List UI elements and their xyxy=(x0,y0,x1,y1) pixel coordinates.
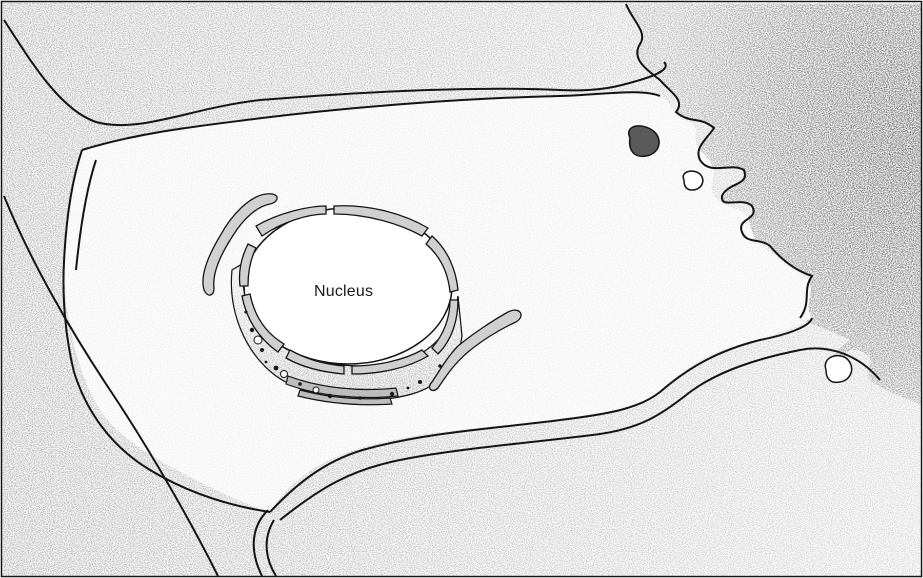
nucleus-label: Nucleus xyxy=(314,283,373,301)
